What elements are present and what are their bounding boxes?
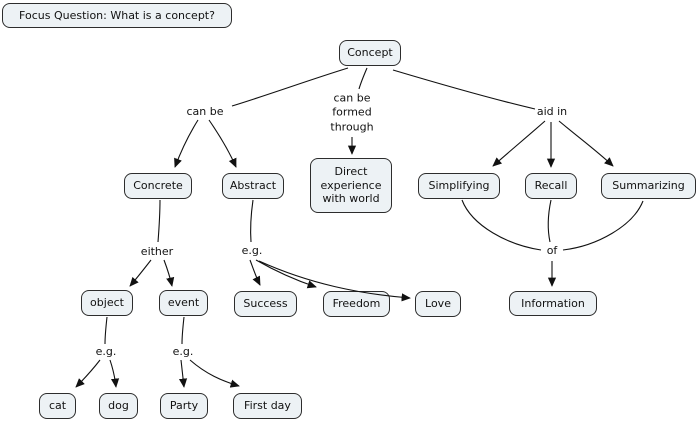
phrase-can-be-formed-through[interactable]: can be formed through: [330, 91, 374, 134]
edge-either-to-object: [129, 259, 152, 287]
edge-concept-to-aid-in: [392, 69, 536, 110]
edge-recall-to-of: [547, 199, 552, 243]
node-event[interactable]: event: [159, 290, 208, 316]
node-simplifying[interactable]: Simplifying: [418, 173, 500, 199]
edge-event-to-eg: [181, 316, 185, 345]
edge-eg-to-party: [178, 359, 188, 388]
edge-can-be-to-abstract: [208, 119, 237, 168]
edge-abstract-to-eg: [250, 199, 254, 243]
node-freedom[interactable]: Freedom: [323, 291, 390, 317]
edge-eg-to-success: [249, 259, 261, 286]
phrase-can-be[interactable]: can be: [186, 104, 224, 118]
phrase-eg-abstract[interactable]: e.g.: [241, 243, 263, 257]
node-cat[interactable]: cat: [39, 393, 76, 419]
node-direct-experience[interactable]: Direct experience with world: [310, 158, 392, 213]
edge-concrete-to-either: [157, 199, 161, 243]
edge-eg-to-dog: [109, 359, 120, 388]
node-focus-question[interactable]: Focus Question: What is a concept?: [2, 3, 232, 28]
phrase-eg-event[interactable]: e.g.: [172, 344, 194, 358]
phrase-of[interactable]: of: [546, 243, 558, 257]
phrase-eg-object[interactable]: e.g.: [95, 344, 117, 358]
edge-either-to-event: [163, 259, 175, 287]
node-abstract[interactable]: Abstract: [222, 173, 284, 199]
edge-can-be-to-concrete: [174, 119, 199, 168]
edge-aid-in-to-summarizing: [558, 120, 614, 167]
edge-object-to-eg: [104, 316, 108, 345]
node-first-day[interactable]: First day: [233, 393, 302, 419]
node-information[interactable]: Information: [509, 291, 597, 316]
node-party[interactable]: Party: [160, 393, 208, 419]
node-concept[interactable]: Concept: [339, 40, 401, 66]
edge-simplifying-to-of: [461, 199, 542, 251]
phrase-either[interactable]: either: [140, 244, 174, 258]
edge-aid-in-to-simplifying: [492, 120, 546, 167]
edge-concept-to-formed-through: [358, 67, 368, 90]
node-recall[interactable]: Recall: [525, 173, 577, 199]
edge-eg-to-first-day: [189, 359, 240, 388]
node-love[interactable]: Love: [415, 291, 461, 317]
node-summarizing[interactable]: Summarizing: [601, 173, 696, 199]
node-concrete[interactable]: Concrete: [124, 173, 192, 199]
edge-eg-to-freedom: [255, 259, 317, 289]
edge-summarizing-to-of: [562, 200, 644, 251]
phrase-aid-in[interactable]: aid in: [536, 104, 568, 118]
node-object[interactable]: object: [81, 290, 133, 316]
edge-eg-to-cat: [75, 359, 101, 388]
node-dog[interactable]: dog: [99, 393, 138, 419]
node-success[interactable]: Success: [234, 291, 297, 317]
